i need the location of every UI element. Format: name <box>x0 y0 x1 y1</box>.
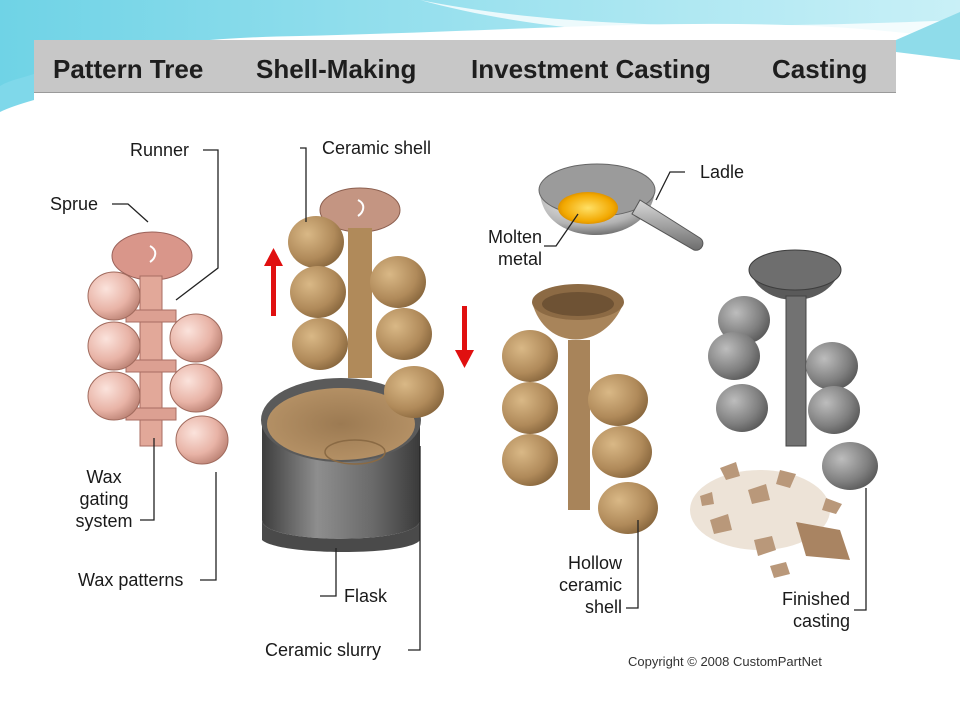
finished-casting <box>708 249 878 490</box>
sprue <box>111 231 193 281</box>
right-swoosh <box>896 12 960 60</box>
label-hollow-line2: ceramic <box>558 575 622 595</box>
label-molten-metal: Molten metal <box>470 226 542 270</box>
label-sprue: Sprue <box>50 194 99 214</box>
label-ladle: Ladle <box>700 162 745 182</box>
wax-patterns-left <box>87 271 141 421</box>
top-swoosh-highlight <box>420 0 960 37</box>
label-molten-line2: metal <box>497 249 542 269</box>
dip-down-arrow <box>455 306 474 368</box>
header-pattern-tree: Pattern Tree <box>53 54 204 84</box>
label-finished-line1: Finished <box>781 589 850 609</box>
label-finished-casting: Finished casting <box>766 588 850 632</box>
header-shell-making: Shell-Making <box>256 54 417 84</box>
molten-metal <box>558 192 618 224</box>
flask <box>261 378 421 552</box>
hollow-ceramic-shell <box>502 284 658 534</box>
label-ceramic-slurry: Ceramic slurry <box>265 640 382 660</box>
stage-header-bar <box>34 40 896 93</box>
label-hollow-line3: shell <box>584 597 622 617</box>
label-wax-patterns: Wax patterns <box>78 570 184 590</box>
dipped-pattern-tree <box>288 187 444 418</box>
label-molten-line1: Molten <box>487 227 542 247</box>
ladle <box>538 163 704 251</box>
label-hollow-ceramic-shell: Hollow ceramic shell <box>540 552 622 618</box>
broken-shell-debris <box>690 462 850 578</box>
ceramic-slurry <box>267 388 415 460</box>
label-wax-gating-system: Wax gating system <box>72 466 136 532</box>
label-wax-gating-line2: gating <box>79 489 129 509</box>
wax-patterns-right <box>169 313 229 465</box>
label-finished-line2: casting <box>792 611 850 631</box>
dip-up-arrow <box>264 248 283 316</box>
top-swoosh <box>0 0 960 90</box>
wax-pattern-tree <box>87 231 229 465</box>
label-wax-gating-line3: system <box>75 511 133 531</box>
label-ceramic-shell: Ceramic shell <box>322 138 432 158</box>
label-flask: Flask <box>344 586 388 606</box>
header-casting: Casting <box>772 54 868 84</box>
header-investment-casting: Investment Casting <box>471 54 711 84</box>
copyright-notice: Copyright © 2008 CustomPartNet <box>628 654 822 669</box>
label-wax-gating-line1: Wax <box>86 467 122 487</box>
label-hollow-line1: Hollow <box>567 553 622 573</box>
leader-lines <box>112 147 867 651</box>
label-runner: Runner <box>130 140 190 160</box>
left-swoosh <box>0 74 34 112</box>
